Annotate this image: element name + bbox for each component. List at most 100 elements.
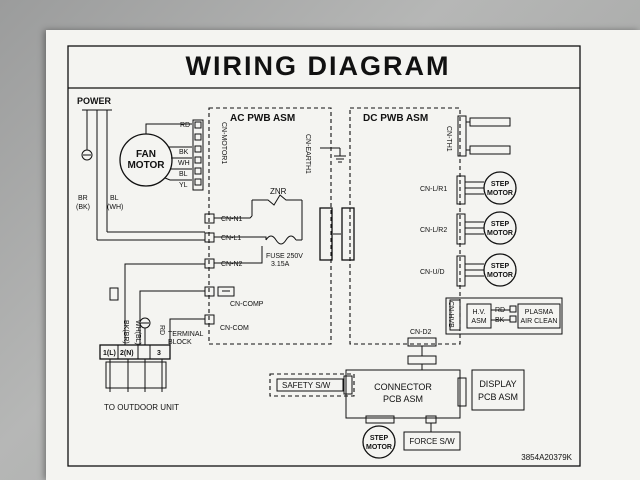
fan-wire-wh: WH xyxy=(178,160,190,167)
plasma-box xyxy=(517,303,561,329)
cn-lr1-label: CN-L/R1 xyxy=(420,186,447,193)
connector-pcb-label-1: CONNECTOR xyxy=(374,382,432,392)
cn-hvb-connector xyxy=(449,299,461,331)
cn-ud-label: CN-U/D xyxy=(420,269,445,276)
cn-earth-label: CN-EARTH1 xyxy=(304,134,311,174)
fan-motor: FAN MOTOR xyxy=(119,133,173,187)
display-pcb-label-2: PCB ASM xyxy=(478,392,518,402)
cn-com-label: CN-COM xyxy=(220,325,249,332)
cn-motor-pins xyxy=(194,121,202,186)
earth-ground-icon xyxy=(320,147,346,163)
thermistor-sensors xyxy=(457,115,511,157)
svg-text:MOTOR: MOTOR xyxy=(487,230,513,237)
svg-text:MOTOR: MOTOR xyxy=(487,190,513,197)
dc-connector-pins xyxy=(456,175,466,287)
outdoor-leads xyxy=(109,359,163,392)
step-motor-1: STEP MOTOR xyxy=(465,171,517,205)
cn-motor-connector xyxy=(192,119,204,191)
power-plug-icon xyxy=(82,109,112,240)
hv-asm-label-1: H.V. xyxy=(473,309,486,316)
safety-connector xyxy=(343,375,353,395)
force-switch-box xyxy=(403,431,461,451)
comp-relay-icon xyxy=(217,286,235,297)
outer-frame xyxy=(67,45,581,467)
fan-motor-wires xyxy=(145,123,192,181)
terminal-num-2: 2(N) xyxy=(120,350,134,357)
terminal-block xyxy=(99,344,171,360)
ground-icon xyxy=(81,149,93,161)
hv-wires xyxy=(491,305,517,323)
step-motor-2: STEP MOTOR xyxy=(465,211,517,245)
cn-n1-label: CN-N1 xyxy=(221,216,242,223)
plasma-label-1: PLASMA xyxy=(525,309,554,316)
wire-br-label: BR xyxy=(78,195,88,202)
wire-bl-alt-label: (WH) xyxy=(107,204,123,211)
power-label: POWER xyxy=(77,96,112,106)
bottom-step-connector xyxy=(365,415,395,424)
hv-asm-box xyxy=(466,303,492,329)
fuse-symbol xyxy=(265,235,297,245)
safety-switch-box xyxy=(276,378,344,392)
fuse-label-1: FUSE 250V xyxy=(266,253,303,260)
force-connector xyxy=(425,415,437,424)
svg-text:MOTOR: MOTOR xyxy=(366,444,392,451)
fan-wire-bk: BK xyxy=(179,149,189,156)
fuse-label-2: 3.15A xyxy=(271,261,290,268)
terminal-wire-3: RD xyxy=(158,325,165,335)
display-pcb-box xyxy=(471,369,525,411)
ac-internal-wires xyxy=(97,215,302,264)
terminal-num-3: 3 xyxy=(157,350,161,357)
diagram-title: WIRING DIAGRAM xyxy=(186,51,451,81)
fan-wire-yl: YL xyxy=(179,182,188,189)
terminal-wire-1: BK(BR) xyxy=(122,320,129,344)
cn-motor-label: CN-MOTOR1 xyxy=(220,122,227,164)
svg-text:STEP: STEP xyxy=(491,181,510,188)
cn-th-label: CN-TH1 xyxy=(445,126,452,152)
outdoor-wire-bundle xyxy=(105,361,167,389)
terminal-ground-icon xyxy=(139,317,151,345)
diagram-sticker xyxy=(46,30,640,480)
dc-pwb-title: DC PWB ASM xyxy=(363,113,428,124)
bottom-step-motor: STEP MOTOR xyxy=(362,425,396,459)
cn-d2-connector-bottom xyxy=(407,355,437,365)
part-number: 3854A20379K xyxy=(521,453,572,462)
plasma-label-2: AIR CLEAN xyxy=(521,318,558,325)
cn-comp-label: CN-COMP xyxy=(230,301,264,308)
fan-motor-label-1: FAN xyxy=(136,149,156,160)
fan-wire-bl: BL xyxy=(179,171,188,178)
hv-group-box xyxy=(445,297,563,335)
znr-symbol xyxy=(252,194,302,206)
fan-motor-label-2: MOTOR xyxy=(127,160,165,171)
transformer-left xyxy=(319,207,333,261)
cn-n2-label: CN-N2 xyxy=(221,261,242,268)
connector-pcb-label-2: PCB ASM xyxy=(383,394,423,404)
svg-text:STEP: STEP xyxy=(370,435,389,442)
cn-lr2-label: CN-L/R2 xyxy=(420,227,447,234)
terminal-label-1: TERMINAL xyxy=(168,331,204,338)
terminal-wire-2: WH(BL) xyxy=(134,320,141,345)
ac-pwb-box xyxy=(208,107,332,345)
safety-switch-label: SAFETY S/W xyxy=(282,381,331,390)
display-connector xyxy=(457,377,467,407)
cn-d2-label: CN-D2 xyxy=(410,329,431,336)
transformer-right xyxy=(341,207,355,261)
hv-asm-label-2: ASM xyxy=(471,318,486,325)
terminal-label-2: BLOCK xyxy=(168,339,192,346)
svg-text:STEP: STEP xyxy=(491,263,510,270)
display-pcb-label-1: DISPLAY xyxy=(479,379,516,389)
fan-wire-rd: RD xyxy=(180,122,190,129)
dc-pwb-box xyxy=(349,107,461,345)
force-switch-label: FORCE S/W xyxy=(409,437,455,446)
outdoor-wiring xyxy=(109,263,205,345)
ac-pwb-title: AC PWB ASM xyxy=(230,113,295,124)
svg-text:MOTOR: MOTOR xyxy=(487,272,513,279)
wire-bl-label: BL xyxy=(110,195,119,202)
terminal-num-1: 1(L) xyxy=(103,350,116,357)
svg-text:STEP: STEP xyxy=(491,221,510,228)
cn-l1-label: CN-L1 xyxy=(221,235,241,242)
znr-label: ZNR xyxy=(270,187,287,196)
step-motor-3: STEP MOTOR xyxy=(465,253,517,287)
cn-hvb-label: CN-HVB xyxy=(447,301,454,328)
safety-switch-dashed xyxy=(269,373,355,397)
